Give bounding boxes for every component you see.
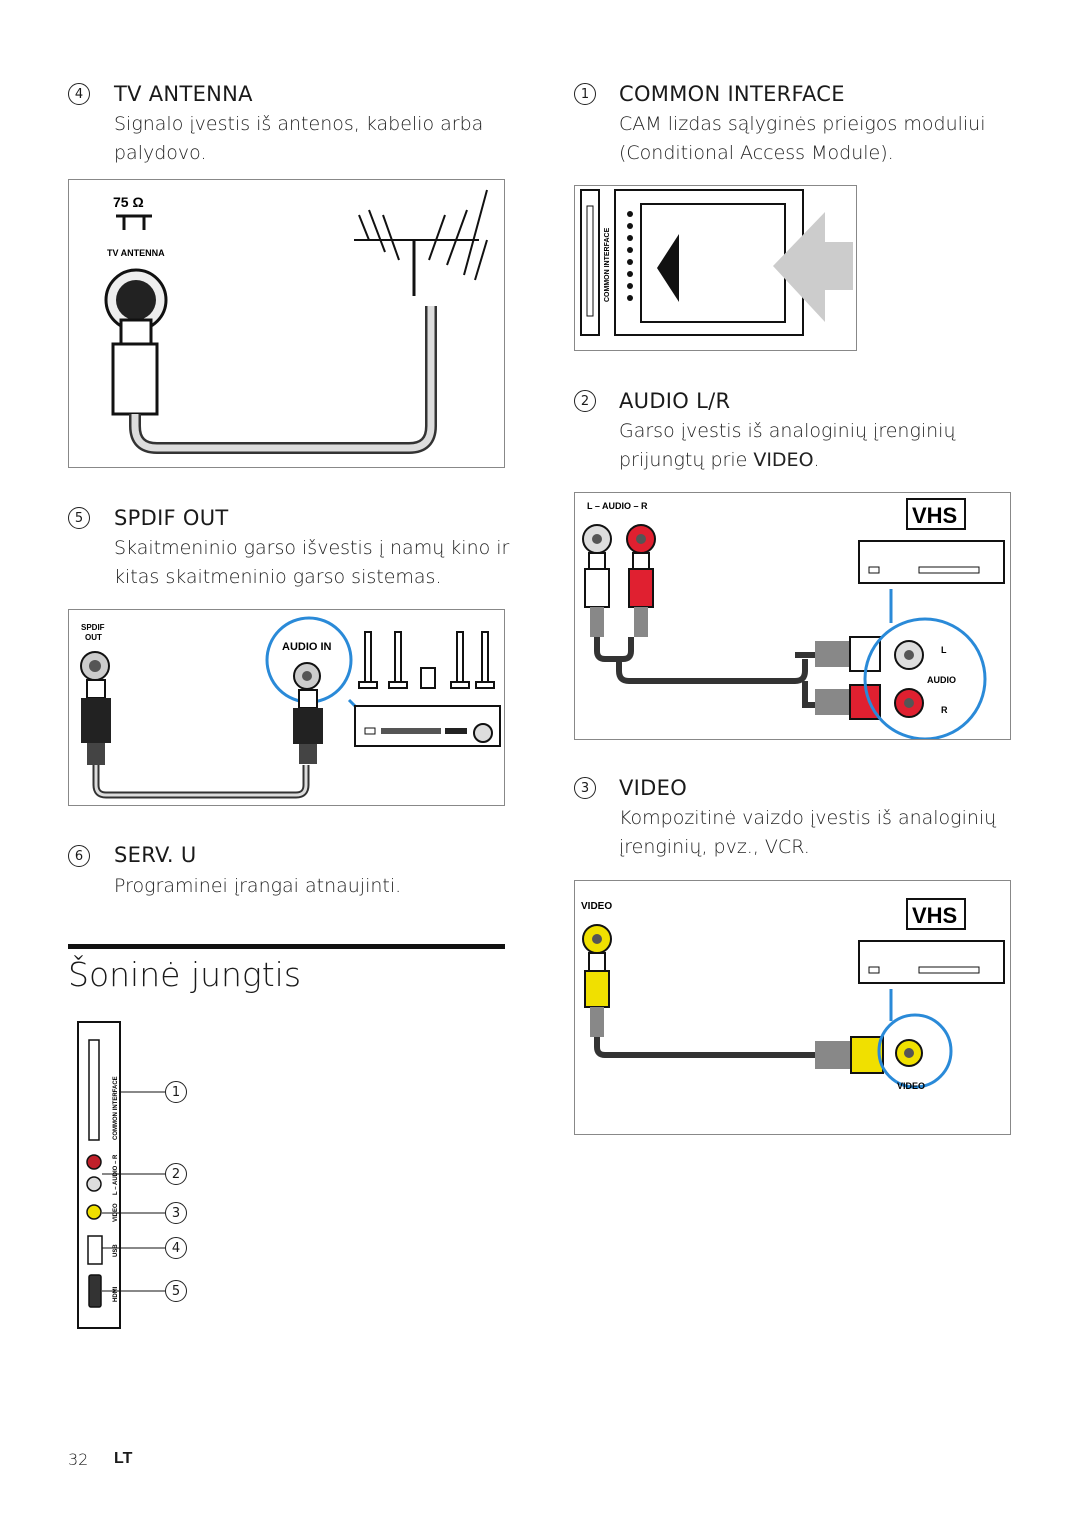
video-desc-line2: įrenginių, pvz., VCR. <box>619 836 810 858</box>
side-panel-illustration: COMMON INTERFACE L – AUDIO – R VIDEO USB… <box>77 1021 165 1329</box>
item-number-2: 2 <box>574 390 596 412</box>
spdif-desc-line1: Skaitmeninio garso išvestis į namų kino … <box>114 537 510 559</box>
tv-antenna-illustration: 75 Ω TV ANTENNA <box>104 189 488 454</box>
spdif-desc-line2: kitas skaitmeninio garso sistemas. <box>114 566 442 588</box>
audio-lr-desc-text: prijungtų prie <box>619 449 754 471</box>
callout-2: 2 <box>165 1163 187 1185</box>
video-figure: VIDEO VHS VIDEO <box>574 880 1011 1135</box>
audio-r-label: R <box>941 705 948 715</box>
page-number: 32 <box>68 1450 89 1469</box>
video-port-header: VIDEO <box>581 901 612 912</box>
audio-lr-desc-period: . <box>813 449 820 471</box>
side-ci-label: COMMON INTERFACE <box>113 1076 119 1140</box>
tv-antenna-desc-line1: Signalo įvestis iš antenos, kabelio arba <box>114 113 484 135</box>
ohm-label: 75 Ω <box>113 194 144 210</box>
spdif-port-label: SPDIF <box>81 623 105 632</box>
tv-antenna-port-label: TV ANTENNA <box>107 248 165 258</box>
side-usb-label: USB <box>113 1244 119 1257</box>
audio-l-label: L <box>941 645 947 655</box>
item-number-4: 4 <box>68 83 90 105</box>
audio-label: AUDIO <box>927 675 956 685</box>
side-hdmi-label: HDMI <box>113 1286 119 1302</box>
common-interface-desc-line2: (Conditional Access Module). <box>619 142 894 164</box>
language-code: LT <box>114 1450 133 1467</box>
audio-in-label: AUDIO IN <box>282 641 332 653</box>
callout-3: 3 <box>165 1202 187 1224</box>
item-number-6: 6 <box>68 845 90 867</box>
cam-ci-label: COMMON INTERFACE <box>604 227 611 302</box>
serv-desc: Programinei įrangai atnaujinti. <box>114 875 402 897</box>
spdif-illustration: SPDIF OUT AUDIO IN <box>80 616 501 799</box>
video-port-label: VIDEO <box>897 1081 925 1091</box>
audio-lr-heading: AUDIO L/R <box>619 389 731 413</box>
audio-lr-figure: L – AUDIO – R VHS L AUDIO R <box>574 492 1011 741</box>
audio-lr-desc-video: VIDEO <box>753 449 814 471</box>
serv-heading: SERV. U <box>114 843 197 867</box>
common-interface-figure: COMMON INTERFACE <box>574 185 857 351</box>
side-video-label: VIDEO <box>113 1203 119 1222</box>
callout-4: 4 <box>165 1237 187 1259</box>
audio-lr-port-header: L – AUDIO – R <box>587 501 648 511</box>
item-number-3: 3 <box>574 777 596 799</box>
side-connector-heading: Šoninė jungtis <box>68 955 302 994</box>
audio-lr-illustration: L – AUDIO – R VHS L AUDIO R <box>582 498 1005 741</box>
side-panel-figure: COMMON INTERFACE L – AUDIO – R VIDEO USB… <box>75 1020 195 1332</box>
tv-antenna-desc-line2: palydovo. <box>114 142 207 164</box>
cam-illustration: COMMON INTERFACE <box>580 189 853 336</box>
audio-lr-desc-line2: prijungtų prie VIDEO. <box>619 446 820 475</box>
spdif-figure: SPDIF OUT AUDIO IN <box>68 609 505 806</box>
tv-antenna-figure: 75 Ω TV ANTENNA <box>68 179 505 468</box>
tv-antenna-heading: TV ANTENNA <box>114 82 253 106</box>
section-rule <box>68 944 505 949</box>
item-number-5: 5 <box>68 507 90 529</box>
spdif-heading: SPDIF OUT <box>114 506 229 530</box>
callout-5: 5 <box>165 1280 187 1302</box>
item-number-1: 1 <box>574 83 596 105</box>
spdif-out-label: OUT <box>85 633 102 642</box>
video-heading: VIDEO <box>619 776 688 800</box>
video-vhs-logo: VHS <box>912 903 957 928</box>
audio-lr-vhs-logo: VHS <box>912 503 957 528</box>
video-illustration: VIDEO VHS VIDEO <box>581 898 1005 1091</box>
audio-lr-desc-line1: Garso įvestis iš analoginių įrenginių <box>619 420 956 442</box>
common-interface-heading: COMMON INTERFACE <box>619 82 845 106</box>
callout-1: 1 <box>165 1081 187 1103</box>
video-desc-line1: Kompozitinė vaizdo įvestis iš analoginių <box>619 807 997 829</box>
common-interface-desc-line1: CAM lizdas sąlyginės prieigos moduliui <box>619 113 986 135</box>
